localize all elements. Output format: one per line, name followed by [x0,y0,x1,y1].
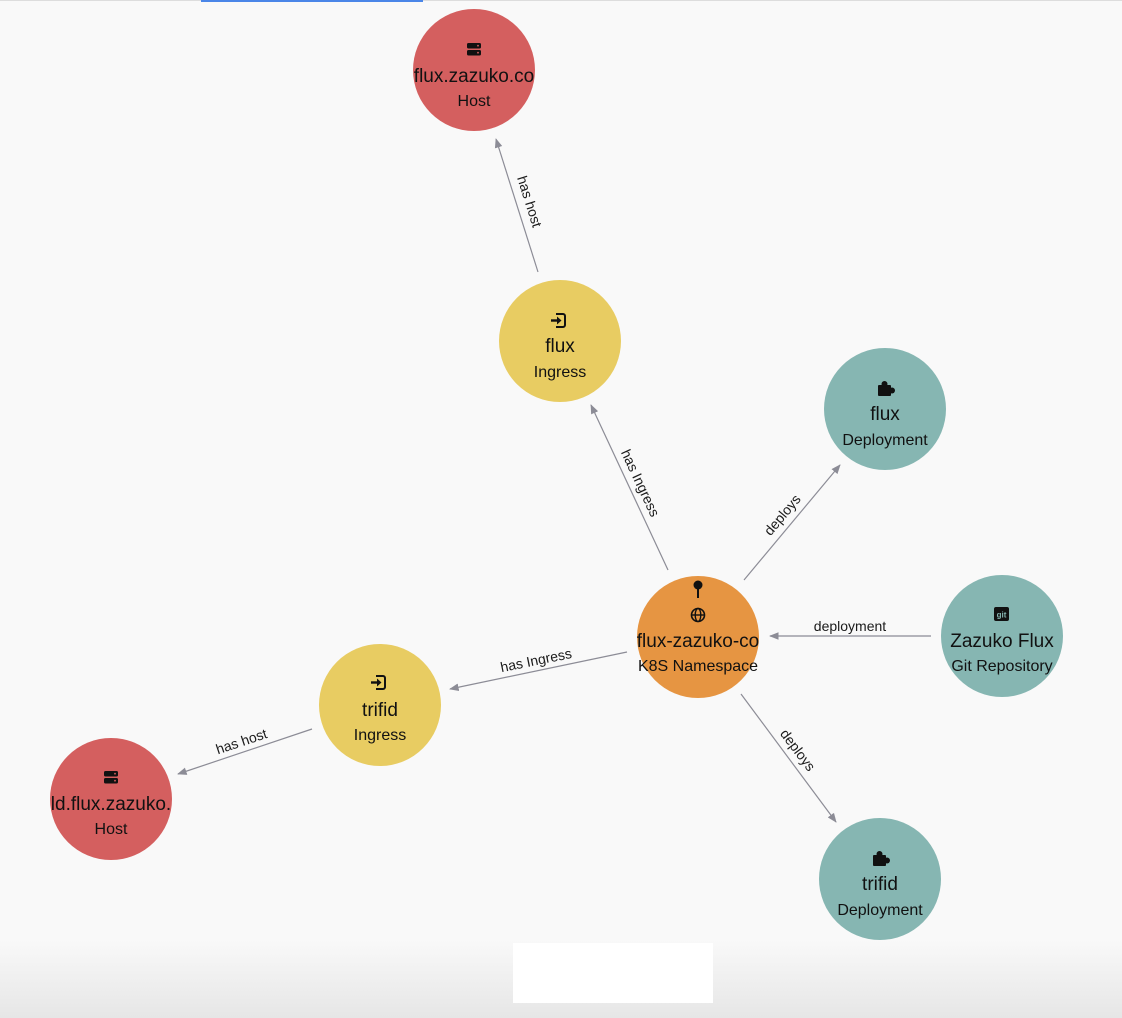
edge-label: deploys [777,726,819,774]
node-name: flux-zazuko-co [637,631,760,652]
sign-in-icon [371,675,386,690]
server-icon [467,43,481,56]
node-name: trifid [862,874,898,895]
node-namespace[interactable]: flux-zazuko-co K8S Namespace [637,576,760,698]
edge-namespace-deploys-flux[interactable]: deploys [743,464,841,581]
node-type: Ingress [534,364,586,381]
top-border [0,0,1122,1]
edge-git-repo-deployment[interactable]: deployment [769,618,931,640]
edge-line [590,404,669,571]
node-type: Deployment [842,432,928,449]
git-icon: git [994,607,1009,621]
node-name: flux [545,336,575,357]
node-name: Zazuko Flux [950,631,1054,652]
node-git-repository[interactable]: git Zazuko Flux Git Repository [941,575,1063,697]
edge-line [494,138,539,273]
edge-namespace-has-ingress-flux[interactable]: has Ingress [590,404,669,571]
node-name: trifid [362,700,398,721]
active-tab-indicator [201,0,423,2]
edge-label: deployment [814,618,886,634]
sign-in-icon [551,313,566,328]
node-host-flux[interactable]: flux.zazuko.co Host [413,9,535,131]
node-circle [819,818,941,940]
edge-namespace-deploys-trifid[interactable]: deploys [740,693,837,823]
node-ingress-flux[interactable]: flux Ingress [499,280,621,402]
node-name: ld.flux.zazuko. [51,794,171,815]
node-name: flux.zazuko.co [414,66,534,87]
server-icon [104,771,118,784]
node-circle [319,644,441,766]
edge-line [449,651,628,691]
node-circle [941,575,1063,697]
edge-label: deploys [761,491,804,538]
globe-icon [690,607,706,623]
edge-line [177,728,313,775]
node-type: Host [95,821,128,838]
node-type: Ingress [354,727,406,744]
puzzle-icon [873,851,890,866]
node-host-trifid[interactable]: ld.flux.zazuko. Host [50,738,172,860]
edge-line [740,693,837,823]
git-icon-label: git [997,611,1007,620]
node-circle [413,9,535,131]
node-name: flux [870,404,900,425]
node-deployment-flux[interactable]: flux Deployment [824,348,946,470]
edge-namespace-has-ingress-trifid[interactable]: has Ingress [449,645,628,691]
node-circle [824,348,946,470]
edge-label: has Ingress [618,447,663,519]
node-ingress-trifid[interactable]: trifid Ingress [319,644,441,766]
node-circle [499,280,621,402]
node-type: Host [458,93,491,110]
node-circle [637,576,759,698]
edge-line [743,464,841,581]
edge-ingress-flux-has-host[interactable]: has host [494,138,545,273]
node-type: Git Repository [951,658,1052,675]
node-deployment-trifid[interactable]: trifid Deployment [819,818,941,940]
bottom-panel [513,943,713,1003]
node-circle [50,738,172,860]
node-type: Deployment [837,902,923,919]
puzzle-icon [878,381,895,396]
pin-icon [693,580,703,598]
node-type: K8S Namespace [638,658,758,675]
edge-label: has host [514,174,545,229]
edge-ingress-trifid-has-host[interactable]: has host [177,725,313,775]
